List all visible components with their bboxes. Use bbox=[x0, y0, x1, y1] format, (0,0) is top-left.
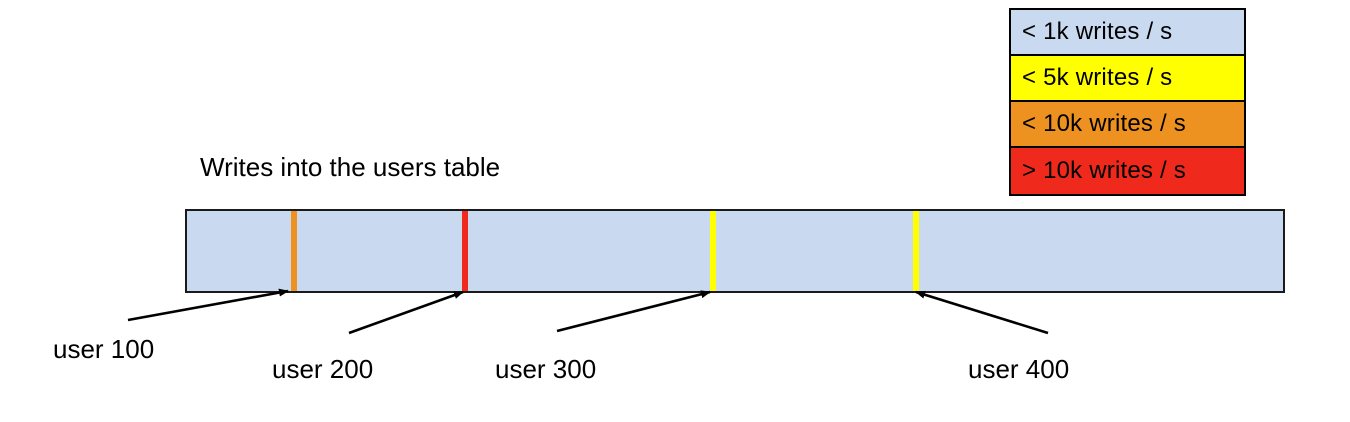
hotspot-stripe-user-100 bbox=[291, 211, 298, 291]
chart-caption: Writes into the users table bbox=[200, 152, 501, 182]
annotation-label-user-200: user 200 bbox=[272, 354, 374, 384]
hotspot-stripe-user-400 bbox=[912, 211, 919, 291]
legend-label-under-10k: < 10k writes / s bbox=[1022, 110, 1186, 137]
arrow-user-100 bbox=[127, 288, 289, 322]
legend-label-under-5k: < 5k writes / s bbox=[1022, 64, 1173, 91]
annotation-label-user-300: user 300 bbox=[495, 354, 597, 384]
legend-label-under-1k: < 1k writes / s bbox=[1022, 18, 1173, 45]
annotation-label-user-100: user 100 bbox=[53, 334, 155, 364]
writes-rate-legend: < 1k writes / s < 5k writes / s < 10k wr… bbox=[1009, 8, 1246, 196]
legend-row-under-5k: < 5k writes / s bbox=[1011, 56, 1244, 102]
hotspot-stripe-user-200 bbox=[462, 211, 469, 291]
annotation-label-user-400: user 400 bbox=[968, 354, 1070, 384]
hotspot-stripe-user-300 bbox=[709, 211, 716, 291]
legend-row-under-1k: < 1k writes / s bbox=[1011, 10, 1244, 56]
arrow-user-400 bbox=[915, 290, 1049, 335]
users-table-keyrange-bar bbox=[185, 209, 1285, 293]
arrow-user-200 bbox=[348, 290, 464, 335]
legend-row-over-10k: > 10k writes / s bbox=[1011, 148, 1244, 194]
legend-row-under-10k: < 10k writes / s bbox=[1011, 102, 1244, 148]
arrow-user-300 bbox=[556, 290, 711, 333]
legend-label-over-10k: > 10k writes / s bbox=[1022, 157, 1186, 184]
